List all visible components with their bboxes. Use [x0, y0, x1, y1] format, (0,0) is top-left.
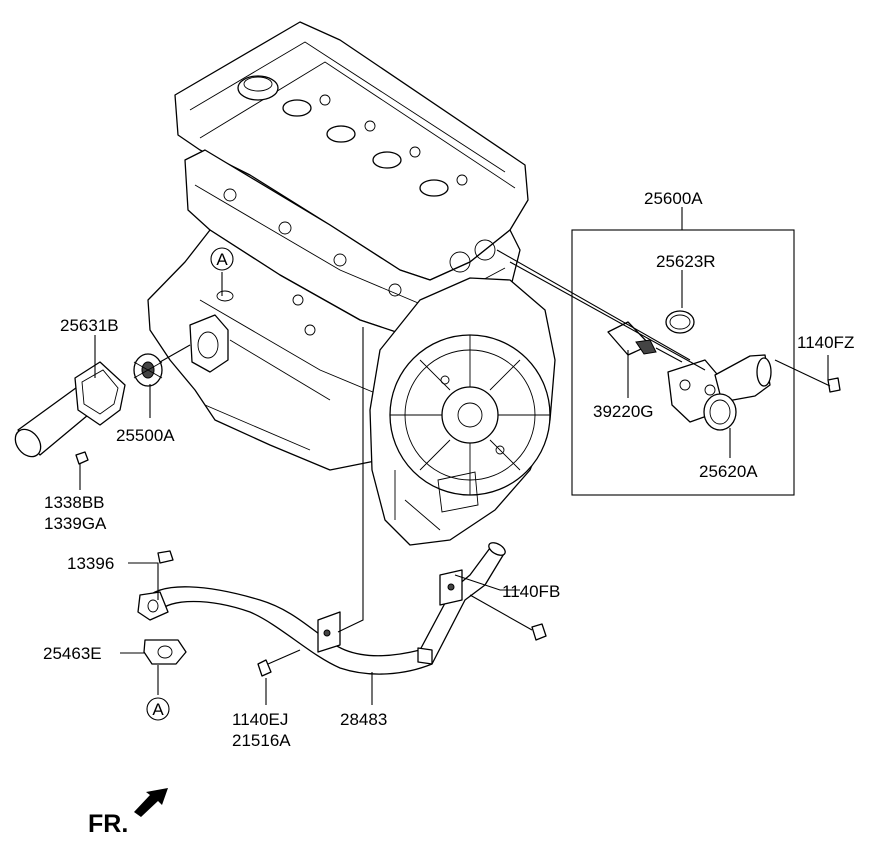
part-labels: 25600A 25623R 1140FZ 39220G 25620A 25631…	[43, 189, 854, 750]
nut-13396-drawing	[157, 550, 174, 564]
label-1339GA: 1339GA	[44, 514, 107, 533]
thermostat-housing-drawing	[14, 361, 126, 458]
front-label: FR.	[88, 810, 128, 838]
ref-a-bottom: A	[146, 697, 170, 721]
front-direction-indicator: FR.	[88, 788, 168, 838]
label-1338BB: 1338BB	[44, 493, 105, 512]
water-outlet-box	[571, 229, 795, 496]
label-1140EJ: 1140EJ	[232, 710, 288, 729]
label-21516A: 21516A	[232, 731, 291, 750]
leader-lines	[79, 207, 829, 705]
label-25600A: 25600A	[644, 189, 703, 208]
bolt-1140fz-drawing	[774, 359, 841, 393]
o-ring-drawing	[665, 310, 695, 334]
svg-text:A: A	[216, 250, 228, 269]
bolt-1140fb-drawing	[469, 594, 547, 641]
gasket-drawing	[143, 639, 187, 665]
label-1140FZ: 1140FZ	[797, 333, 854, 352]
label-28483: 28483	[340, 710, 387, 729]
bolt-1140ej-drawing	[257, 649, 301, 677]
temperature-sensor-drawing	[607, 321, 683, 363]
label-1140FB: 1140FB	[502, 582, 560, 601]
thermostat-bolt-drawing	[75, 451, 89, 465]
thermostat-drawing	[133, 344, 191, 387]
water-outlet-fitting-drawing	[667, 354, 772, 431]
label-25631B: 25631B	[60, 316, 119, 335]
label-25463E: 25463E	[43, 644, 102, 663]
label-25500A: 25500A	[116, 426, 175, 445]
label-39220G: 39220G	[593, 402, 654, 421]
svg-text:A: A	[152, 700, 164, 719]
water-pipe-drawing	[137, 542, 506, 675]
engine-assembly-drawing	[147, 21, 556, 546]
label-13396: 13396	[67, 554, 114, 573]
label-25623R: 25623R	[656, 252, 716, 271]
front-arrow-icon	[134, 788, 168, 817]
ref-a-top: A	[210, 247, 234, 271]
label-25620A: 25620A	[699, 462, 758, 481]
